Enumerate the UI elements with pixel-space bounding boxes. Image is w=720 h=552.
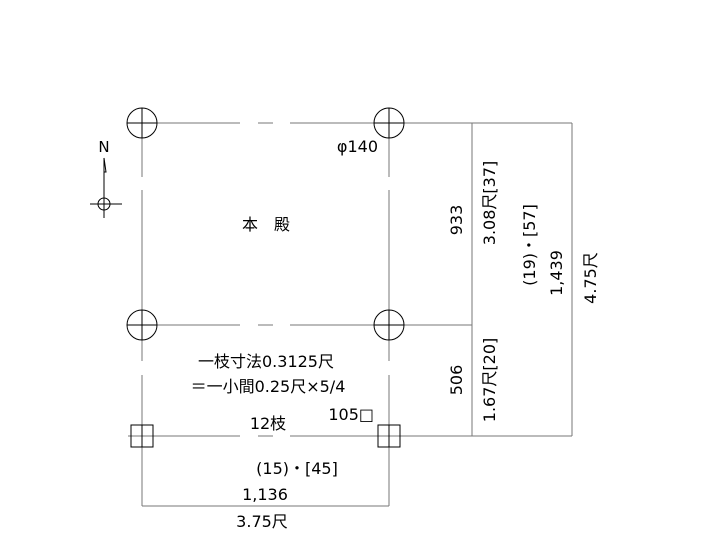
- width-mm: 1,136: [242, 485, 288, 504]
- depth-total-shaku: 4.75尺: [581, 252, 600, 304]
- round-columns: [126, 107, 405, 341]
- depth-total-mm: 1,439: [547, 250, 566, 296]
- grid-lines: [128, 122, 573, 507]
- square-posts: [130, 424, 401, 448]
- rafter-count: 12枝: [250, 414, 286, 433]
- width-counts: (15)・[45]: [256, 459, 338, 478]
- building-name: 本 殿: [242, 215, 290, 234]
- depth-main-mm: 933: [447, 205, 466, 236]
- post-size-label: 105□: [328, 405, 374, 424]
- north-label: N: [98, 138, 109, 156]
- rafter-note-2: ＝一小間0.25尺×5/4: [191, 377, 346, 396]
- width-shaku: 3.75尺: [236, 512, 288, 531]
- rafter-note-1: 一枝寸法0.3125尺: [198, 352, 334, 371]
- north-arrow-icon: N: [90, 138, 122, 218]
- depth-front-mm: 506: [447, 365, 466, 396]
- depth-main-shaku: 3.08尺[37]: [480, 161, 499, 245]
- depth-front-shaku: 1.67尺[20]: [480, 338, 499, 422]
- depth-total-counts: (19)・[57]: [520, 204, 539, 286]
- column-size-label: φ140: [337, 137, 378, 156]
